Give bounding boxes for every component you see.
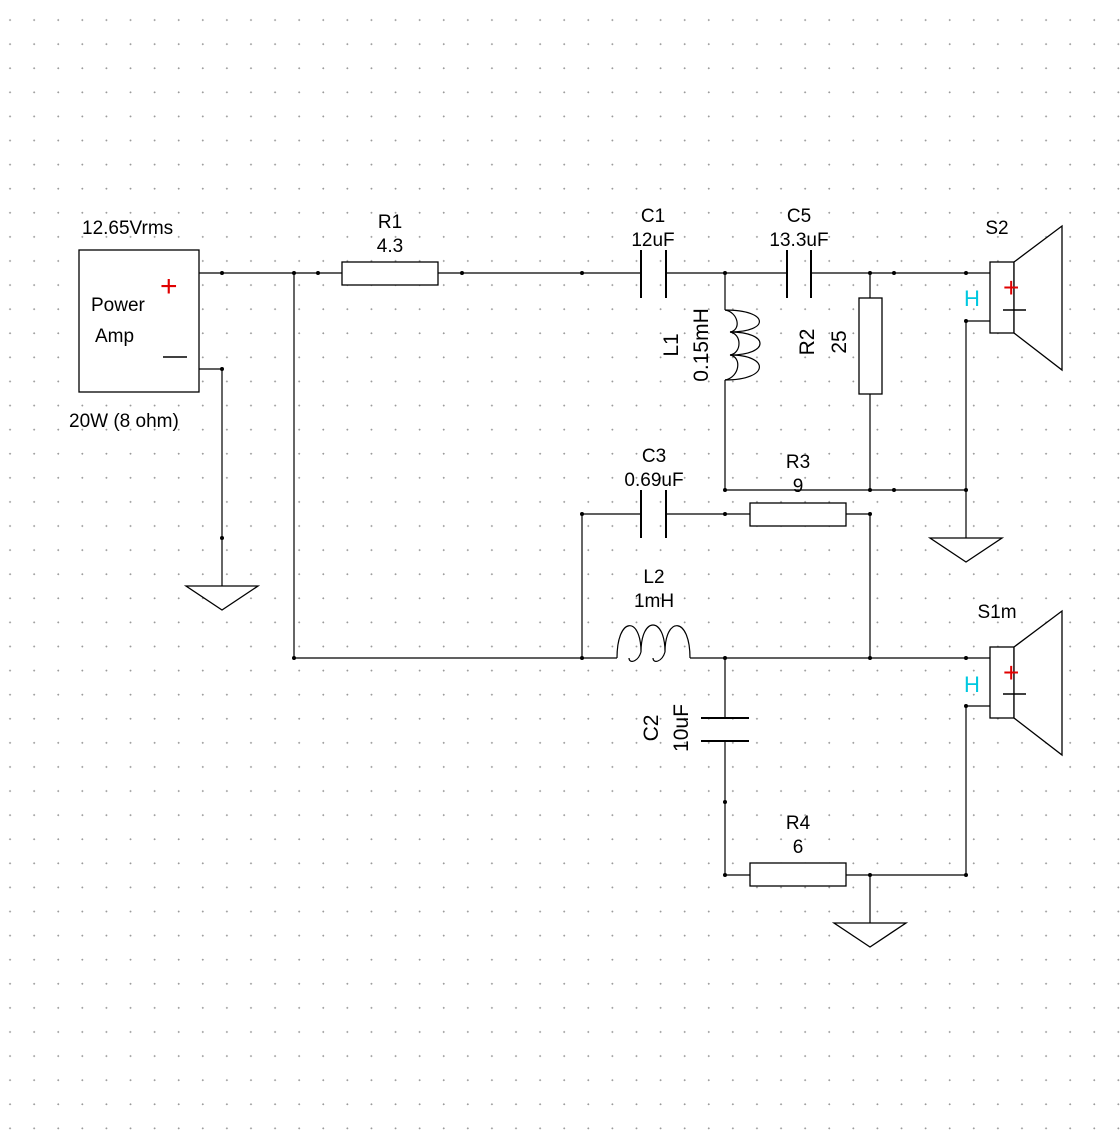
- c1-value: 12uF: [631, 230, 674, 251]
- r1-body: [341, 261, 439, 286]
- c1-name: C1: [641, 206, 665, 227]
- resistor-r3[interactable]: R3 9: [749, 452, 847, 527]
- s2-name: S2: [985, 218, 1008, 239]
- capacitor-c5[interactable]: C5 13.3uF: [769, 206, 829, 298]
- inductor-l2[interactable]: L2 1mH: [616, 567, 691, 662]
- c2-name: C2: [640, 715, 663, 742]
- l1-name: L1: [660, 333, 683, 356]
- resistor-r4[interactable]: R4 6: [749, 813, 847, 887]
- c3-value: 0.69uF: [624, 470, 683, 491]
- l2-value: 1mH: [634, 591, 674, 612]
- amp-name-line1: Power: [91, 295, 146, 316]
- power-amp[interactable]: 12.65Vrms Power Amp 20W (8 ohm) +: [69, 218, 200, 432]
- r4-body: [749, 862, 847, 887]
- capacitor-c1[interactable]: C1 12uF: [631, 206, 675, 298]
- s2-magnet: [989, 261, 1015, 334]
- r3-name: R3: [786, 452, 810, 473]
- ground-amp-icon: [183, 585, 261, 611]
- c5-name: C5: [787, 206, 811, 227]
- r2-value: 25: [828, 330, 851, 353]
- amp-voltage: 12.65Vrms: [82, 218, 173, 239]
- inductor-l1[interactable]: L1 0.15mH: [660, 308, 761, 382]
- wires: [199, 272, 990, 923]
- r1-value: 4.3: [377, 236, 403, 257]
- s1m-plus-sign: +: [1003, 657, 1019, 688]
- s2-cone: [1013, 224, 1063, 372]
- junction-dots: [220, 271, 968, 877]
- r4-name: R4: [786, 813, 811, 834]
- c3-name: C3: [642, 446, 666, 467]
- resistor-r1[interactable]: R1 4.3: [341, 212, 439, 286]
- r3-body: [749, 502, 847, 527]
- l2-name: L2: [643, 567, 664, 588]
- speaker-s1m[interactable]: S1m + H: [964, 602, 1063, 757]
- ground-s2-icon: [927, 537, 1005, 563]
- s1m-cone: [1013, 609, 1063, 757]
- c5-value: 13.3uF: [769, 230, 828, 251]
- r2-name: R2: [796, 329, 819, 356]
- l1-value: 0.15mH: [690, 308, 713, 382]
- amp-plus-sign: +: [160, 270, 178, 303]
- capacitor-c2[interactable]: C2 10uF: [640, 704, 749, 752]
- amp-name-line2: Amp: [95, 326, 134, 347]
- amp-rating: 20W (8 ohm): [69, 411, 179, 432]
- s2-plus-sign: +: [1003, 272, 1019, 303]
- amp-box: [78, 249, 200, 393]
- r1-name: R1: [378, 212, 402, 233]
- r4-value: 6: [793, 837, 804, 858]
- ground-r4-icon: [831, 922, 909, 948]
- capacitor-c3[interactable]: C3 0.69uF: [624, 446, 684, 538]
- c2-value: 10uF: [670, 704, 693, 752]
- resistor-r2[interactable]: R2 25: [796, 297, 883, 395]
- r2-body: [858, 297, 883, 395]
- ground-symbols: [183, 537, 1005, 948]
- speaker-s2[interactable]: S2 + H: [964, 218, 1063, 372]
- s2-polarity-marker: H: [964, 286, 980, 311]
- s1m-name: S1m: [977, 602, 1016, 623]
- s1m-polarity-marker: H: [964, 672, 980, 697]
- r3-value: 9: [793, 476, 804, 497]
